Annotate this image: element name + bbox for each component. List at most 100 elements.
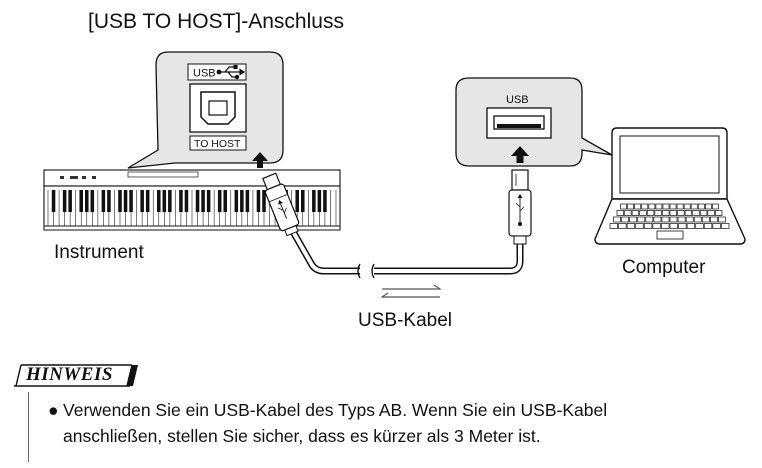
laptop-key [662,203,670,210]
laptop-key [715,210,723,216]
laptop-key [685,216,694,223]
piano-black-key [118,190,122,212]
laptop-key [645,216,654,223]
laptop-key [618,223,627,229]
computer-laptop-icon [594,127,746,245]
laptop-key [699,210,708,216]
computer-port-callout: USB [455,77,613,167]
laptop-key [669,210,677,216]
piano-black-key [201,190,205,212]
note-line-2: anschließen, stellen Sie sicher, dass es… [48,423,748,449]
bullet-icon: ● [48,400,59,420]
laptop-key [678,223,687,229]
computer-label: Computer [622,257,706,278]
laptop-key [693,216,702,223]
piano-black-key [123,190,128,212]
piano-black-key [129,190,133,212]
laptop-key [655,203,663,210]
laptop-key [683,203,691,210]
port-label: [USB TO HOST]-Anschluss [88,10,344,33]
laptop-key [690,203,698,210]
laptop-key [721,223,730,229]
note-line-1: ●Verwenden Sie ein USB-Kabel des Typs AB… [48,397,748,423]
laptop-key [661,216,670,223]
usb-label-text: USB [193,68,216,80]
piano-black-key [245,190,250,212]
piano-black-key [51,190,56,212]
piano-black-key [84,190,89,212]
laptop-key [654,210,662,216]
note-title-frame [14,364,138,387]
laptop-key [669,203,677,210]
piano-black-key [295,190,300,212]
laptop-key [631,210,640,216]
note-text-line-1: Verwenden Sie ein USB-Kabel des Typs AB.… [63,400,608,420]
piano-black-key [312,190,316,212]
note-text-line-2: anschließen, stellen Sie sicher, dass es… [63,426,541,446]
piano-black-key [145,190,150,212]
piano-black-key [262,190,266,212]
piano-black-key [156,190,161,212]
piano-black-key [101,190,106,212]
laptop-key [639,210,647,216]
note-title-text: HINWEIS [26,364,113,385]
laptop-key [653,216,662,223]
laptop-key [705,203,712,210]
usb-cable [287,226,524,279]
usb-symbol-icon [216,64,246,80]
to-host-label-box [189,135,247,151]
laptop-key [662,210,670,216]
piano-black-key [217,190,222,212]
connection-diagram: USB TO HOST [43,51,746,298]
laptop-key [629,216,638,223]
usb-a-plug-icon [508,169,532,245]
piano-black-key [179,190,183,212]
laptop-key [692,210,700,216]
laptop-key [652,223,661,229]
piano-black-key [323,190,327,212]
laptop-key [703,223,713,229]
usb-cable-label: USB-Kabel [358,310,452,331]
instrument-label: Instrument [54,242,144,263]
piano-black-key [195,190,200,212]
arrow-up-icon [511,146,529,163]
usb-b-plug-icon [262,172,300,237]
laptop-key [609,223,618,229]
piano-black-key [79,190,84,212]
laptop-key [718,216,726,223]
laptop-key [669,216,678,223]
laptop-key [661,223,670,229]
laptop-key [643,223,653,229]
piano-black-key [162,190,167,212]
laptop-key [676,203,684,210]
laptop-key [613,216,621,223]
piano-black-key [184,190,189,212]
laptop-key [624,210,632,216]
usb-port-label: USB [506,94,529,106]
piano-black-key [62,190,67,212]
piano-black-key [256,190,261,212]
piano-black-key [234,190,239,212]
arrow-up-icon [252,152,268,168]
piano-black-key [140,190,144,212]
laptop-key [697,203,705,210]
laptop-key [648,203,656,210]
laptop-key [627,203,634,210]
note-divider [28,392,29,462]
bidirectional-arrows-icon [380,284,442,298]
laptop-key [637,216,646,223]
laptop-key [641,203,649,210]
piano-black-key [68,190,72,212]
laptop-key [712,203,719,210]
note-body: ●Verwenden Sie ein USB-Kabel des Typs AB… [48,397,748,449]
laptop-key [616,210,624,216]
laptop-key [626,223,636,229]
piano-black-key [90,190,95,212]
piano-black-key [317,190,322,212]
laptop-key [712,223,721,229]
laptop-key [646,210,655,216]
laptop-key [695,223,704,229]
laptop-key [677,210,685,216]
laptop-key [707,210,715,216]
piano-black-key [206,190,211,212]
